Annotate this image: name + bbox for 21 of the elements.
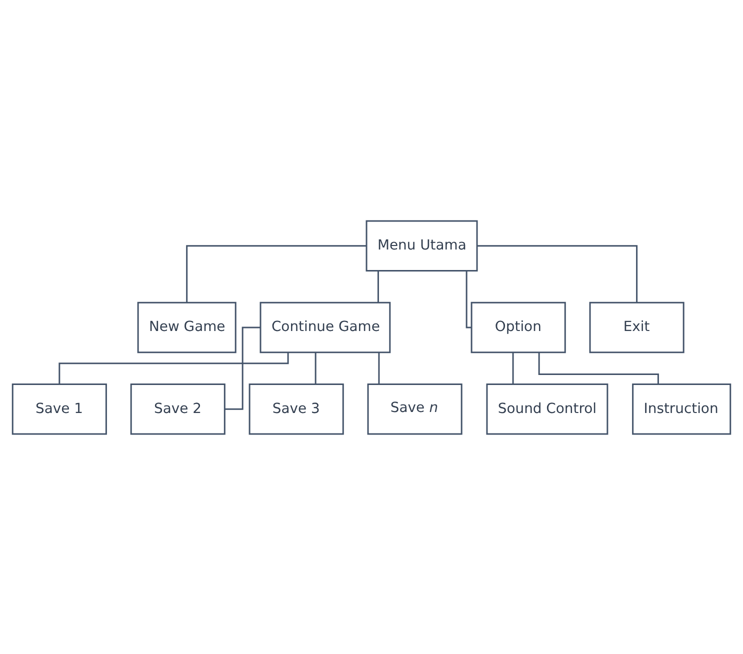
node-box: Sound Control [486,383,608,434]
connector [512,352,514,384]
connector [314,352,316,384]
node-box: Exit [589,301,684,353]
node-box: Instruction [632,383,732,434]
node-box: Save 3 [248,383,344,434]
node-box: Save 2 [130,383,226,434]
node-box: Save 1 [12,383,107,434]
node-box: Menu Utama [366,220,478,271]
connector [58,352,289,384]
connector [186,244,366,302]
node-box: Option [470,301,566,353]
connector [477,244,638,302]
connector [377,270,379,302]
connector [378,352,380,384]
connector [538,352,659,384]
node-box: New Game [137,301,236,353]
node-box: Continue Game [260,301,391,353]
node-box: Save n [367,383,462,434]
connector [224,326,260,410]
connector [466,270,472,328]
